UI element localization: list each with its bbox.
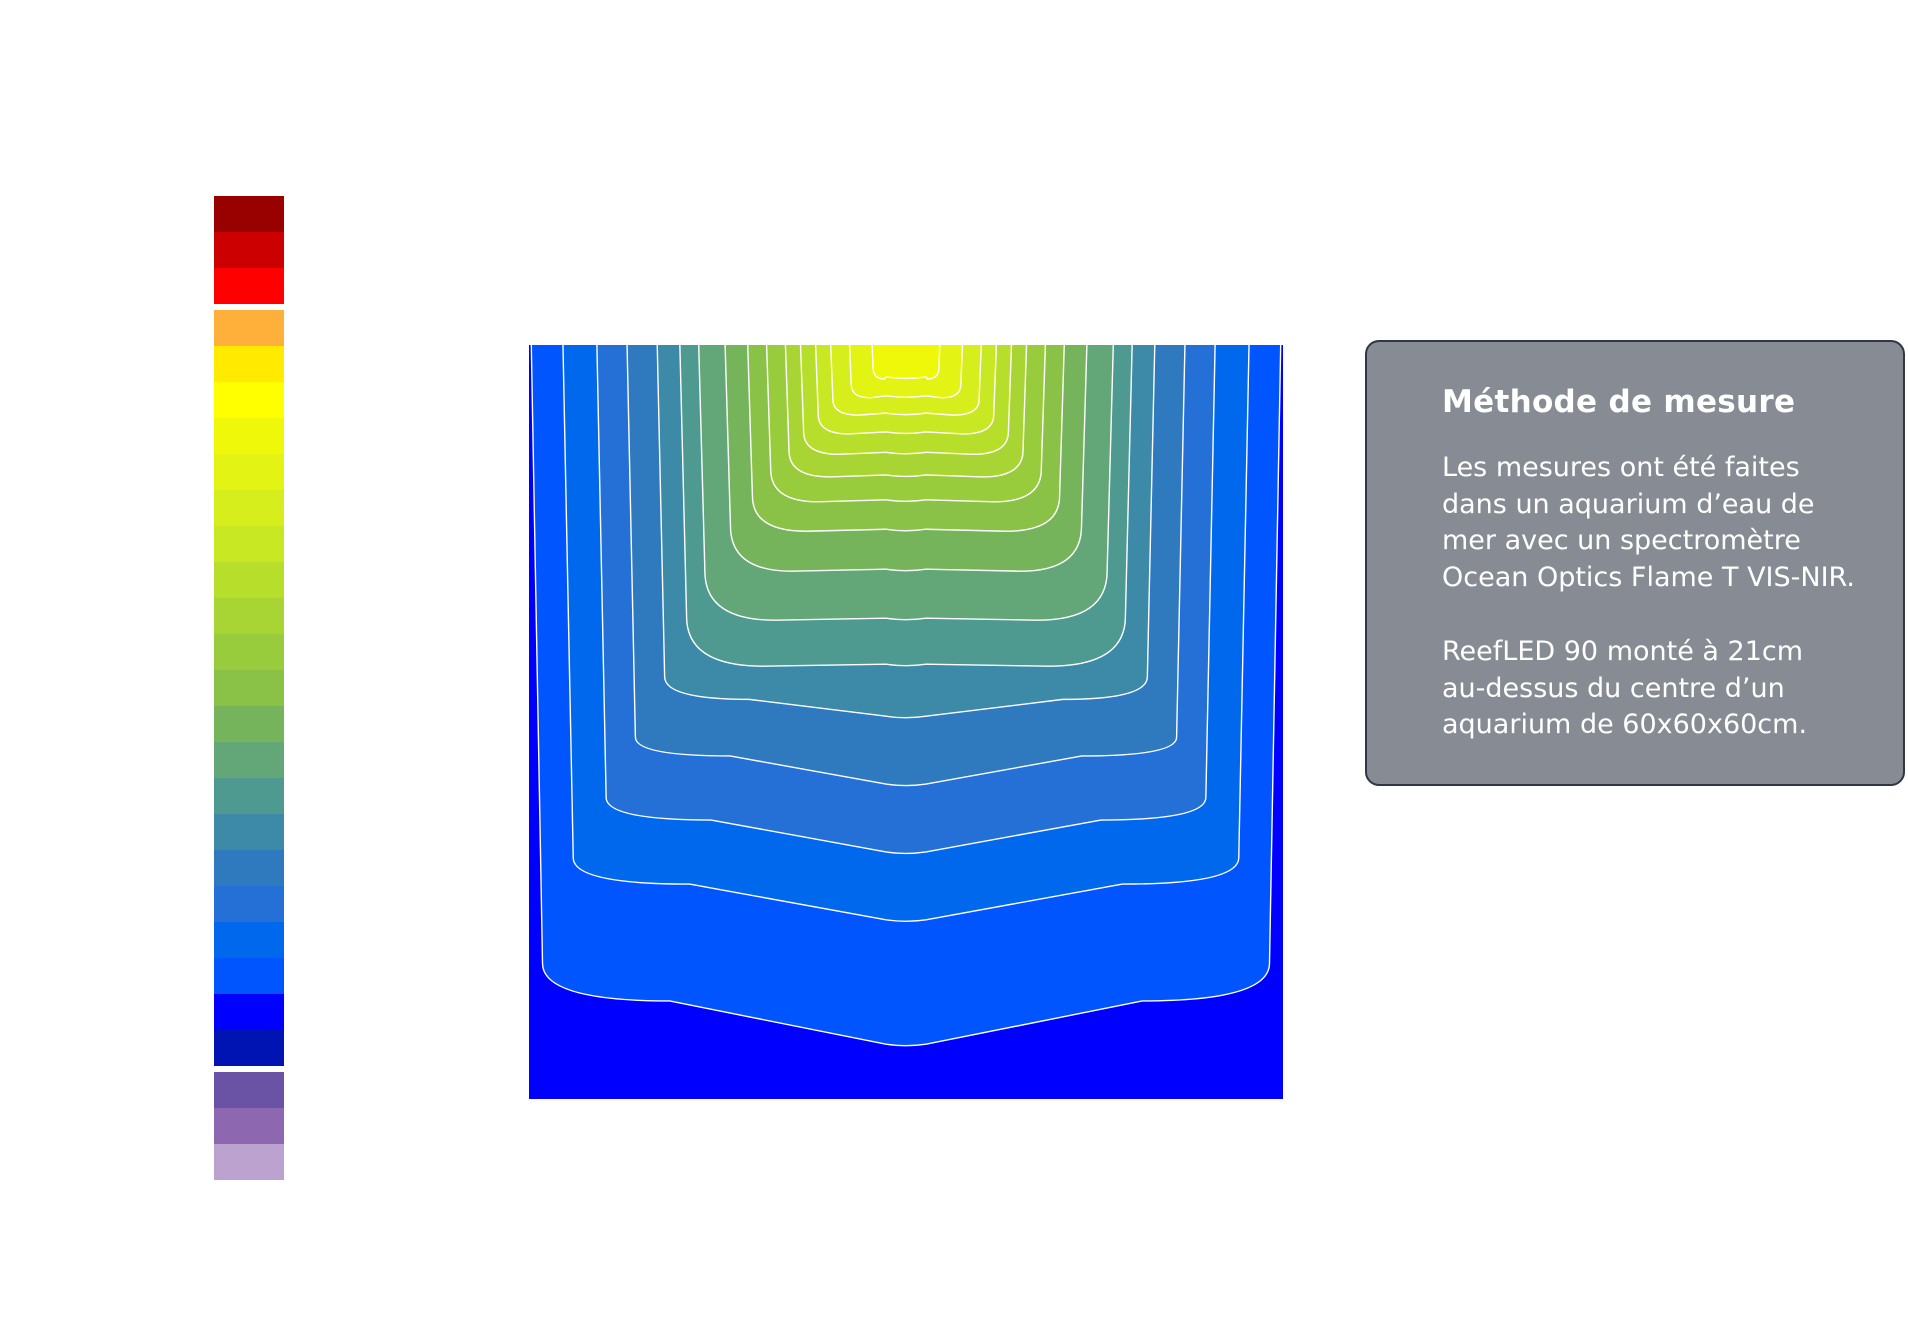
legend-swatch-yellow-3 xyxy=(214,418,284,454)
legend-swatch-violet-1 xyxy=(214,1072,284,1108)
legend-swatch-blue-4 xyxy=(214,958,284,994)
legend-swatch-red-2 xyxy=(214,232,284,268)
contour-level-16 xyxy=(871,345,941,380)
legend-swatch-blue-6 xyxy=(214,1030,284,1066)
info-paragraph-measurement: Les mesures ont été faites dans un aquar… xyxy=(1442,452,1855,593)
legend-swatch-blue-3 xyxy=(214,922,284,958)
legend-swatch-blue-5 xyxy=(214,994,284,1030)
info-title: Méthode de mesure xyxy=(1442,384,1796,420)
legend-swatch-yellow-green-3 xyxy=(214,526,284,562)
legend-swatch-green-5 xyxy=(214,742,284,778)
info-paragraph-setup: ReefLED 90 monté à 21cm au-dessus du cen… xyxy=(1442,636,1808,740)
legend-swatch-violet-2 xyxy=(214,1108,284,1144)
legend-swatch-blue-2 xyxy=(214,886,284,922)
legend-swatch-green-2 xyxy=(214,634,284,670)
legend-swatch-red-1 xyxy=(214,196,284,232)
legend-swatch-teal-2 xyxy=(214,814,284,850)
light-distribution-heatmap xyxy=(529,345,1283,1099)
legend-swatch-green-4 xyxy=(214,706,284,742)
legend-swatch-blue-1 xyxy=(214,850,284,886)
legend-swatch-yellow-green-2 xyxy=(214,490,284,526)
legend-swatch-yellow-1 xyxy=(214,346,284,382)
measurement-method-box: Méthode de mesure Les mesures ont été fa… xyxy=(1365,340,1905,786)
legend-swatch-green-3 xyxy=(214,670,284,706)
legend-swatch-teal-1 xyxy=(214,778,284,814)
legend-swatch-yellow-2 xyxy=(214,382,284,418)
legend-swatch-yellow-green-4 xyxy=(214,562,284,598)
legend-swatch-red-3 xyxy=(214,268,284,304)
legend-swatch-violet-3 xyxy=(214,1144,284,1180)
legend-swatch-green-1 xyxy=(214,598,284,634)
color-legend xyxy=(214,196,284,1180)
legend-swatch-yellow-green-1 xyxy=(214,454,284,490)
legend-swatch-orange xyxy=(214,310,284,346)
